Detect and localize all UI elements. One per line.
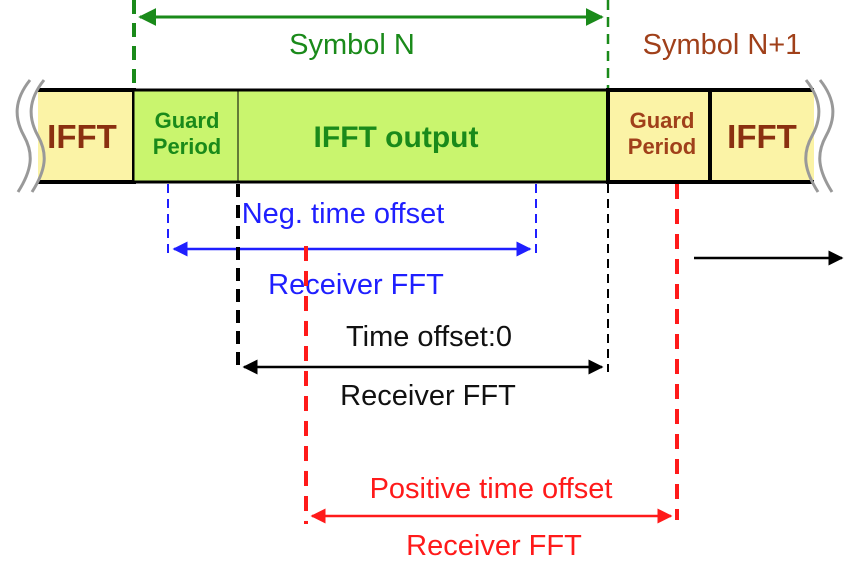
break-right-icon bbox=[804, 78, 850, 194]
neg-offset-label: Neg. time offset bbox=[242, 198, 445, 230]
ifft-output-block bbox=[237, 89, 609, 183]
zero-offset-label: Time offset:0 bbox=[346, 321, 512, 353]
neg-receiver-fft-label: Receiver FFT bbox=[268, 269, 444, 301]
guard-period-2-line1: Guard bbox=[630, 108, 695, 133]
guard-period-2-block bbox=[606, 88, 712, 184]
zero-receiver-fft-label: Receiver FFT bbox=[340, 380, 516, 412]
guard-period-1-line1: Guard bbox=[155, 108, 220, 133]
zero-offset-window: Time offset:0 Receiver FFT bbox=[236, 184, 609, 412]
ifft-output-label: IFFT output bbox=[314, 121, 479, 154]
ifft-left-label: IFFT bbox=[47, 118, 117, 155]
guard-period-1-line2: Period bbox=[153, 134, 221, 159]
positive-offset-window: Positive time offset Receiver FFT bbox=[304, 184, 679, 561]
ifft-right-label: IFFT bbox=[727, 118, 797, 155]
negative-offset-window: Neg. time offset Receiver FFT bbox=[167, 184, 537, 301]
pos-offset-label: Positive time offset bbox=[370, 473, 613, 505]
symbol-n1-label: Symbol N+1 bbox=[643, 29, 802, 61]
symbol-n-span: Symbol N bbox=[132, 0, 610, 88]
pos-receiver-fft-label: Receiver FFT bbox=[406, 530, 582, 561]
break-left-icon bbox=[0, 78, 46, 194]
guard-period-2-line2: Period bbox=[628, 134, 696, 159]
symbol-n-label: Symbol N bbox=[289, 29, 415, 61]
symbol-band: IFFT Guard Period IFFT output Guard Peri… bbox=[0, 78, 850, 194]
